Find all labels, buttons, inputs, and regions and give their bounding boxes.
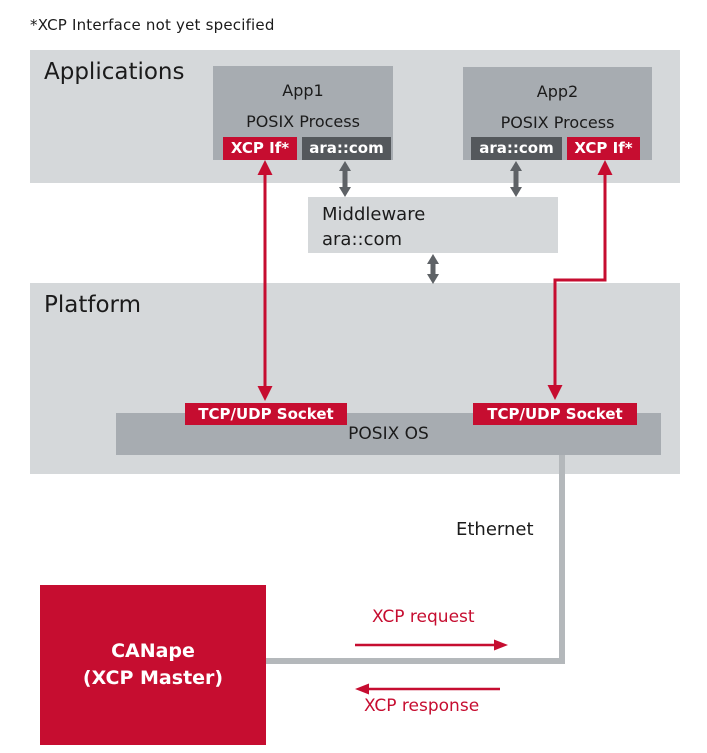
app1-title: App1: [282, 81, 324, 100]
app1-box: App1 POSIX Process XCP If* ara::com: [213, 66, 393, 160]
posix-os-label: POSIX OS: [348, 424, 429, 444]
platform-layer-label: Platform: [44, 292, 141, 318]
xcp-master-label: (XCP Master): [82, 667, 224, 689]
app1-ara-com-tag: ara::com: [302, 137, 391, 160]
app2-ara-com-tag: ara::com: [471, 137, 562, 160]
app1-posix-process-label: POSIX Process: [246, 112, 360, 131]
app2-xcp-if-tag: XCP If*: [567, 137, 640, 160]
canape-label: CANape: [111, 640, 195, 662]
applications-layer-box: Applications App1 POSIX Process XCP If* …: [30, 50, 680, 183]
ethernet-label: Ethernet: [456, 519, 534, 540]
tcp-udp-socket-right: TCP/UDP Socket: [473, 403, 637, 425]
app2-title: App2: [536, 82, 579, 101]
middleware-platform-arrow: [427, 254, 439, 284]
middleware-ara-com-label: ara::com: [322, 229, 403, 250]
middleware-box: Middleware ara::com: [308, 197, 558, 253]
footnote-caption: *XCP Interface not yet specified: [30, 16, 275, 34]
xcp-response-arrow: [355, 683, 500, 695]
tcp-udp-socket-left: TCP/UDP Socket: [185, 403, 347, 425]
app1-xcp-if-tag: XCP If*: [223, 137, 297, 160]
ethernet-line: [266, 455, 565, 664]
middleware-label: Middleware: [322, 204, 426, 225]
xcp-response-label: XCP response: [364, 696, 480, 716]
applications-layer-label: Applications: [44, 59, 185, 85]
app2-posix-process-label: POSIX Process: [500, 113, 615, 132]
xcp-request-label: XCP request: [372, 607, 475, 627]
app2-box: App2 POSIX Process ara::com XCP If*: [463, 67, 652, 160]
xcp-request-arrow: [355, 639, 508, 651]
canape-xcp-master-box: CANape (XCP Master): [40, 585, 266, 745]
